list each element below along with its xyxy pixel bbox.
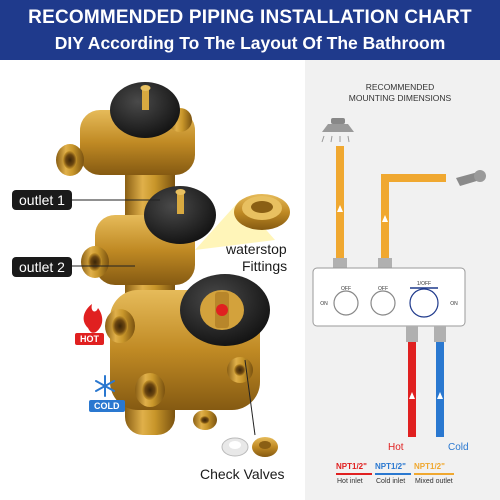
legend-hot-line — [336, 473, 372, 475]
fittings-label: Fittings — [242, 258, 288, 274]
knob-1-label: OFF — [341, 286, 351, 292]
header-banner: RECOMMENDED PIPING INSTALLATION CHART DI… — [0, 0, 500, 60]
mounting-diagram — [312, 118, 486, 437]
knob-2-label: OFF — [378, 286, 388, 292]
cold-inlet-pipe — [436, 342, 444, 437]
waterstop-label: waterstop — [226, 241, 287, 257]
checkvalve-pointer — [244, 359, 256, 436]
knob-3-label: 1/OFF — [416, 281, 432, 287]
waterstop-fitting-icon — [234, 194, 290, 230]
page-title: RECOMMENDED PIPING INSTALLATION CHART — [28, 7, 472, 28]
snowflake-icon — [95, 375, 115, 397]
legend-hot-desc: Hot inlet — [337, 478, 363, 485]
outlet1-label: outlet 1 — [12, 190, 72, 210]
legend-mixed-desc: Mixed outlet — [415, 478, 453, 485]
legend-hot-code: NPT1/2" — [336, 462, 367, 471]
legend-cold-code: NPT1/2" — [375, 462, 406, 471]
valve-body — [56, 82, 270, 435]
check-valve-parts-icon — [221, 437, 278, 457]
side-on-left: ON — [320, 301, 328, 307]
hot-pipe-label: Hot — [388, 442, 404, 453]
page-subtitle: DIY According To The Layout Of The Bathr… — [54, 33, 446, 53]
legend-mixed-line — [414, 473, 454, 475]
legend-mixed-code: NPT1/2" — [414, 462, 445, 471]
knob-2 — [370, 290, 396, 316]
cold-badge: COLD — [89, 400, 125, 412]
hot-inlet-pipe — [408, 342, 416, 437]
cold-pipe-label: Cold — [448, 442, 469, 453]
legend-cold-line — [375, 473, 411, 475]
hot-badge: HOT — [75, 333, 104, 345]
shower-head-icon — [321, 118, 354, 143]
legend-cold-desc: Cold inlet — [376, 478, 406, 485]
knob-1 — [333, 290, 359, 316]
side-on-right: ON — [450, 301, 458, 307]
outlet2-label: outlet 2 — [12, 257, 72, 277]
diagram-title: RECOMMENDED MOUNTING DIMENSIONS — [348, 82, 452, 103]
highlight-cone — [195, 200, 275, 250]
hand-shower-icon — [456, 170, 486, 186]
knob-3 — [409, 288, 439, 318]
check-valves-label: Check Valves — [200, 466, 285, 482]
flame-icon — [83, 304, 103, 333]
